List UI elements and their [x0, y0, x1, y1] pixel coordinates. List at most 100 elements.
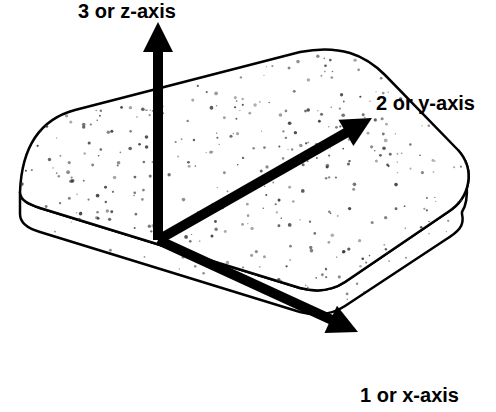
speck	[464, 160, 467, 163]
speck	[79, 70, 81, 72]
speck	[386, 252, 389, 255]
speck	[146, 241, 150, 245]
speck	[419, 154, 421, 156]
speck	[369, 255, 371, 257]
speck	[298, 228, 300, 230]
speck	[405, 257, 407, 259]
speck	[185, 74, 189, 78]
speck	[108, 218, 111, 221]
speck	[398, 284, 399, 285]
speck	[330, 76, 333, 79]
speck	[321, 273, 324, 276]
speck	[426, 197, 428, 199]
speck	[446, 256, 449, 259]
speck	[466, 52, 468, 54]
speck	[96, 120, 97, 121]
speck	[397, 172, 398, 173]
speck	[288, 223, 292, 227]
speck	[119, 50, 123, 54]
speck	[421, 171, 424, 174]
speck	[47, 313, 50, 316]
speck	[120, 271, 123, 274]
speck	[306, 108, 310, 112]
speck	[259, 101, 261, 103]
speck	[143, 276, 146, 279]
speck	[69, 120, 72, 123]
speck	[29, 100, 31, 102]
speck	[174, 270, 177, 273]
speck	[117, 266, 118, 267]
speck	[72, 180, 74, 182]
speck	[113, 176, 117, 180]
speck	[145, 110, 146, 111]
speck	[347, 299, 349, 301]
speck	[105, 201, 108, 204]
speck	[125, 302, 126, 303]
speck	[285, 265, 287, 267]
speck	[444, 116, 446, 118]
speck	[445, 117, 449, 121]
speck	[452, 318, 453, 319]
speck	[144, 256, 146, 258]
speck	[310, 249, 314, 253]
speck	[347, 162, 350, 165]
speck	[421, 204, 423, 206]
speck	[278, 199, 281, 202]
slab-top	[20, 49, 469, 290]
speck	[400, 85, 402, 87]
speck	[457, 62, 460, 65]
speck	[391, 199, 393, 201]
speck	[364, 116, 366, 118]
speck	[250, 227, 253, 230]
axis-shaft	[153, 50, 163, 240]
speck	[214, 92, 218, 96]
speck	[357, 68, 360, 71]
speck	[424, 259, 425, 260]
speck	[268, 102, 269, 103]
speck	[191, 234, 192, 235]
speck	[405, 227, 406, 228]
speck	[358, 49, 361, 52]
speck	[97, 235, 99, 237]
speck	[325, 276, 327, 278]
speck	[278, 145, 280, 147]
speck	[49, 78, 51, 80]
speck	[324, 70, 326, 72]
speck	[326, 164, 330, 168]
speck	[29, 255, 31, 257]
speck	[134, 239, 137, 242]
speck	[464, 233, 467, 236]
speck	[439, 245, 442, 248]
speck	[394, 183, 398, 187]
speck	[62, 77, 64, 79]
speck	[70, 176, 72, 178]
speck	[56, 137, 57, 138]
speck	[133, 315, 135, 317]
speck	[345, 210, 348, 213]
speck	[379, 154, 382, 157]
arrowhead	[324, 306, 358, 333]
speck	[67, 280, 70, 283]
speck	[248, 112, 251, 115]
speck	[229, 135, 232, 138]
speck	[94, 45, 97, 48]
speck	[384, 139, 388, 143]
speck	[260, 169, 263, 172]
speck	[73, 244, 75, 246]
speck	[135, 213, 138, 216]
speck	[189, 268, 192, 271]
speck	[188, 165, 191, 168]
speck	[457, 190, 459, 192]
speck	[141, 107, 145, 111]
speck	[217, 187, 218, 188]
speck	[288, 121, 292, 125]
speck	[358, 48, 362, 52]
speck	[382, 146, 386, 150]
speck	[347, 247, 350, 250]
speck	[454, 257, 457, 260]
speck	[37, 309, 39, 311]
speck	[168, 73, 171, 76]
speck	[133, 195, 134, 196]
speck	[285, 137, 287, 139]
speck	[242, 104, 244, 106]
